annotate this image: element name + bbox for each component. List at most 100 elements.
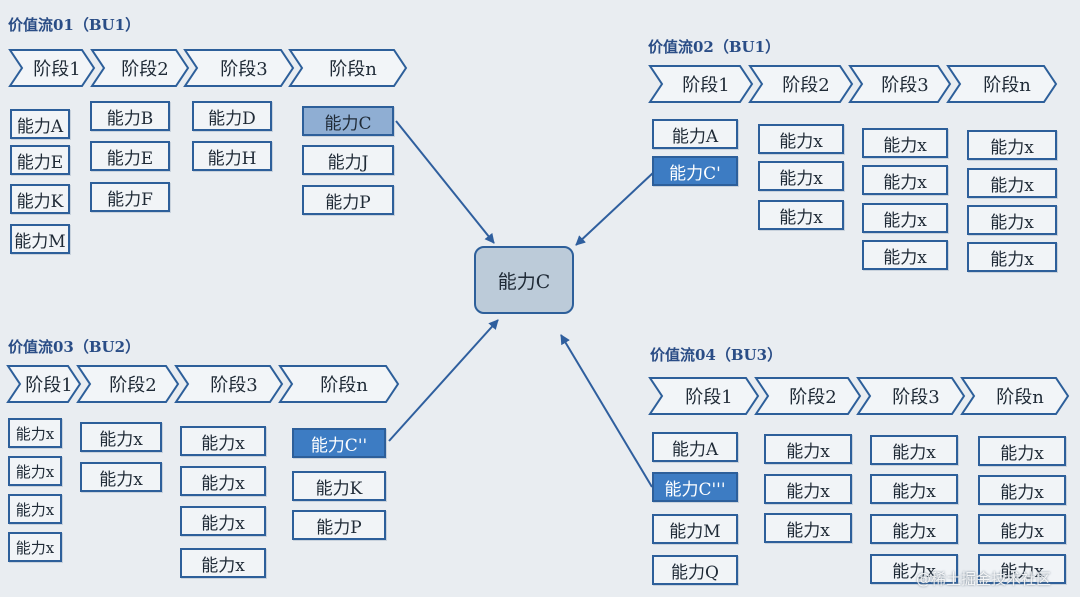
stage-label: 阶段n xyxy=(996,387,1044,408)
flow-03-capability: 能力K xyxy=(292,471,386,501)
flow-02-capability: 能力x xyxy=(758,161,844,191)
flow-04-capability: 能力x xyxy=(870,435,958,465)
flow-01-capability: 能力E xyxy=(90,141,170,171)
flow-04-title: 价值流04（BU3） xyxy=(650,346,783,364)
flow-03-capability: 能力x xyxy=(8,532,62,562)
flow-03-capability: 能力x xyxy=(180,466,266,496)
stage-label: 阶段2 xyxy=(109,375,157,396)
stage-label: 阶段n xyxy=(983,75,1031,96)
arrow-flow01-to-center xyxy=(395,120,495,244)
stage-label: 阶段1 xyxy=(33,59,81,80)
chevron-shape xyxy=(183,49,295,87)
flow-04-capability: 能力x xyxy=(870,514,958,544)
flow-01-capability: 能力H xyxy=(192,141,272,171)
flow-04-capability: 能力x xyxy=(870,474,958,504)
flow-01-capability: 能力M xyxy=(10,224,70,254)
flow-04-capability: 能力x xyxy=(978,554,1066,584)
flow-01-capability: 能力F xyxy=(90,182,170,212)
chevron-shape xyxy=(648,377,760,415)
flow-03-capability: 能力x xyxy=(80,462,162,492)
flow-03-capability: 能力x xyxy=(8,456,62,486)
flow-01-capability: 能力D xyxy=(192,101,272,131)
flow-03-capability: 能力C'' xyxy=(292,428,386,458)
flow-02-stage-4: 阶段n xyxy=(946,65,1058,103)
stage-label: 阶段3 xyxy=(220,59,268,80)
flow-03-stage-4: 阶段n xyxy=(278,365,400,403)
flow-03-stage-3: 阶段3 xyxy=(174,365,284,403)
arrow-flow03-to-center xyxy=(388,319,499,442)
flow-04-capability: 能力x xyxy=(870,554,958,584)
flow-03-capability: 能力P xyxy=(292,510,386,540)
flow-03-stage-2: 阶段2 xyxy=(76,365,180,403)
flow-01-stage-2: 阶段2 xyxy=(90,49,190,87)
flow-04-capability: 能力M xyxy=(652,514,738,544)
flow-03-capability: 能力x xyxy=(180,506,266,536)
chevron-shape xyxy=(946,65,1058,103)
flow-04-capability: 能力C''' xyxy=(652,472,738,502)
chevron-shape xyxy=(848,65,952,103)
flow-02-capability: 能力A xyxy=(652,119,738,149)
watermark: @稀土掘金技术社区 xyxy=(916,570,1052,588)
flow-01-stage-1: 阶段1 xyxy=(8,49,96,87)
flow-02-capability: 能力C' xyxy=(652,156,738,186)
flow-02-capability: 能力x xyxy=(967,168,1057,198)
chevron-shape xyxy=(6,365,82,403)
stage-label: 阶段3 xyxy=(881,75,929,96)
flow-01-capability: 能力A xyxy=(10,109,70,139)
stage-label: 阶段1 xyxy=(685,387,733,408)
stage-label: 阶段1 xyxy=(682,75,730,96)
stage-label: 阶段2 xyxy=(789,387,837,408)
flow-02-capability: 能力x xyxy=(967,242,1057,272)
flow-03-capability: 能力x xyxy=(180,426,266,456)
chevron-shape xyxy=(754,377,862,415)
flow-02-capability: 能力x xyxy=(862,165,948,195)
flow-01-capability: 能力K xyxy=(10,184,70,214)
chevron-shape xyxy=(856,377,966,415)
flow-04-capability: 能力x xyxy=(978,436,1066,466)
flow-02-capability: 能力x xyxy=(967,205,1057,235)
arrow-flow02-to-center xyxy=(575,171,655,246)
flow-02-capability: 能力x xyxy=(967,130,1057,160)
flow-02-capability: 能力x xyxy=(862,203,948,233)
flow-02-capability: 能力x xyxy=(758,200,844,230)
flow-04-capability: 能力x xyxy=(978,514,1066,544)
center-capability-node: 能力C xyxy=(474,246,574,314)
flow-04-stage-4: 阶段n xyxy=(960,377,1070,415)
flow-04-capability: 能力x xyxy=(764,434,852,464)
flow-01-capability: 能力E xyxy=(10,145,70,175)
flow-02-capability: 能力x xyxy=(862,240,948,270)
flow-04-capability: 能力x xyxy=(764,474,852,504)
stage-label: 阶段1 xyxy=(25,375,73,396)
flow-02-capability: 能力x xyxy=(758,124,844,154)
flow-03-title: 价值流03（BU2） xyxy=(8,338,141,356)
flow-01-capability: 能力P xyxy=(302,185,394,215)
stage-label: 阶段n xyxy=(320,375,368,396)
flow-03-stage-1: 阶段1 xyxy=(6,365,82,403)
flow-02-stage-2: 阶段2 xyxy=(748,65,854,103)
chevron-shape xyxy=(8,49,96,87)
chevron-shape xyxy=(288,49,408,87)
flow-04-stage-2: 阶段2 xyxy=(754,377,862,415)
flow-03-capability: 能力x xyxy=(8,494,62,524)
flow-04-stage-1: 阶段1 xyxy=(648,377,760,415)
stage-label: 阶段3 xyxy=(892,387,940,408)
chevron-shape xyxy=(748,65,854,103)
flow-01-capability: 能力B xyxy=(90,101,170,131)
flow-03-capability: 能力x xyxy=(180,548,266,578)
flow-04-capability: 能力A xyxy=(652,432,738,462)
flow-03-capability: 能力x xyxy=(8,418,62,448)
chevron-shape xyxy=(648,65,754,103)
flow-02-title: 价值流02（BU1） xyxy=(648,38,781,56)
arrow-flow04-to-center xyxy=(560,334,653,488)
center-capability-label: 能力C xyxy=(497,270,551,293)
flow-01-stage-4: 阶段n xyxy=(288,49,408,87)
flow-03-capability: 能力x xyxy=(80,422,162,452)
stage-label: 阶段n xyxy=(329,59,377,80)
flow-01-title: 价值流01（BU1） xyxy=(8,16,141,34)
flow-01-capability: 能力J xyxy=(302,145,394,175)
flow-04-stage-3: 阶段3 xyxy=(856,377,966,415)
flow-01-stage-3: 阶段3 xyxy=(183,49,295,87)
chevron-shape xyxy=(76,365,180,403)
stage-label: 阶段2 xyxy=(121,59,169,80)
